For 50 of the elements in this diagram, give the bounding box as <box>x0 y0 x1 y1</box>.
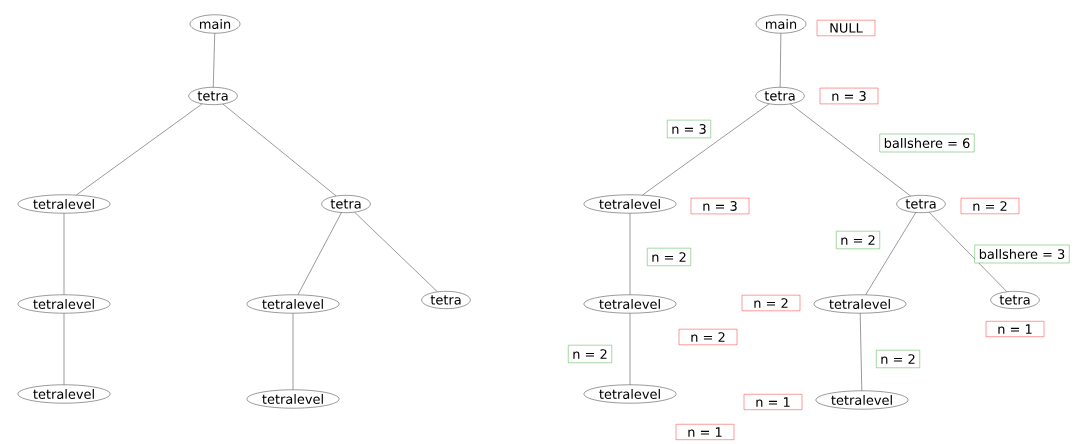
edge-label: n = 2 <box>836 231 880 249</box>
value-box: n = 1 <box>985 321 1045 337</box>
edge-label: n = 2 <box>876 350 920 368</box>
value-box: n = 2 <box>960 198 1020 214</box>
tree-edge <box>63 213 65 295</box>
tree-node: tetra <box>896 195 946 213</box>
tree-node: tetralevel <box>246 294 340 314</box>
value-box: n = 1 <box>675 424 735 440</box>
tree-edge <box>860 313 862 391</box>
tree-edge <box>642 103 770 196</box>
edge-label: ballshere = 6 <box>879 133 975 153</box>
tree-edge <box>790 103 911 197</box>
tree-edge <box>292 313 294 390</box>
tree-node: tetralevel <box>17 384 111 404</box>
edge-label: n = 2 <box>647 248 691 266</box>
tree-node: tetralevel <box>583 384 677 404</box>
edge-label: n = 2 <box>568 345 612 363</box>
tree-edge <box>354 212 438 292</box>
tree-node: tetra <box>321 195 371 213</box>
tree-node: main <box>189 14 241 34</box>
tree-node: tetralevel <box>583 194 677 214</box>
tree-node: tetralevel <box>813 294 907 314</box>
tree-node: tetralevel <box>246 389 340 409</box>
tree-edge <box>929 212 1007 292</box>
tree-node: tetralevel <box>583 294 677 314</box>
tree-edge <box>297 212 342 295</box>
tree-edge <box>779 33 782 88</box>
tree-node: tetra <box>421 291 471 309</box>
value-box: NULL <box>816 20 876 36</box>
tree-edge <box>629 313 631 385</box>
tree-node: tetra <box>755 87 805 105</box>
tree-edge <box>76 103 203 196</box>
tree-edge <box>629 213 631 295</box>
tree-node: main <box>755 14 807 34</box>
value-box: n = 2 <box>678 329 738 345</box>
tree-node: tetra <box>188 87 238 105</box>
edge-label: ballshere = 3 <box>974 244 1070 264</box>
tree-node: tetralevel <box>815 390 909 410</box>
tree-edge <box>865 212 916 295</box>
tree-node: tetralevel <box>17 194 111 214</box>
tree-edge <box>213 33 215 88</box>
tree-edge <box>222 103 337 197</box>
tree-node: tetra <box>990 291 1040 309</box>
edge-label: n = 3 <box>667 119 711 139</box>
value-box: n = 1 <box>743 394 803 410</box>
tree-node: tetralevel <box>17 294 111 314</box>
value-box: n = 3 <box>819 87 879 105</box>
value-box: n = 3 <box>690 197 750 215</box>
tree-edge <box>63 313 65 385</box>
value-box: n = 2 <box>741 295 801 311</box>
